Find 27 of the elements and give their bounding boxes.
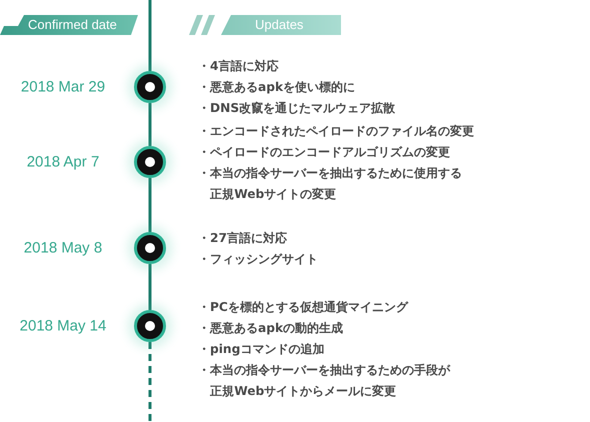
timeline-dot: [134, 71, 166, 103]
update-text: ・27言語に対応: [198, 230, 287, 247]
timeline-dot: [134, 310, 166, 342]
update-text: ・ペイロードのエンコードアルゴリズムの変更: [198, 144, 450, 161]
update-text: ・PCを標的とする仮想通貨マイニング: [198, 299, 408, 316]
update-text: ・フィッシングサイト: [198, 251, 318, 268]
update-text: ・4言語に対応: [198, 58, 278, 75]
date-label: 2018 May 14: [20, 318, 106, 334]
header-tab: Updates: [221, 15, 341, 35]
update-text: ・エンコードされたペイロードのファイル名の変更: [198, 123, 474, 140]
timeline-line: [148, 264, 152, 310]
update-text: ・本当の指令サーバーを抽出するための手段が正規Webサイトからメールに変更: [198, 362, 451, 400]
update-text: ・悪意あるapkの動的生成: [198, 320, 344, 337]
timeline-line: [148, 342, 152, 422]
update-text: ・pingコマンドの追加: [198, 341, 324, 358]
date-label: 2018 May 8: [24, 240, 102, 256]
update-text: ・DNS改竄を通じたマルウェア拡散: [198, 100, 396, 117]
timeline-line: [148, 178, 152, 232]
timeline-dot: [134, 146, 166, 178]
date-label: 2018 Apr 7: [26, 154, 100, 170]
timeline-line: [148, 0, 152, 71]
timeline-line: [148, 103, 152, 146]
update-text: ・本当の指令サーバーを抽出するために使用する正規Webサイトの変更: [198, 165, 463, 202]
date-label: 2018 Mar 29: [20, 78, 106, 96]
timeline-dot: [134, 232, 166, 264]
update-text: ・悪意あるapkを使い標的に: [198, 79, 356, 96]
header-tab: Confirmed date: [0, 15, 138, 35]
